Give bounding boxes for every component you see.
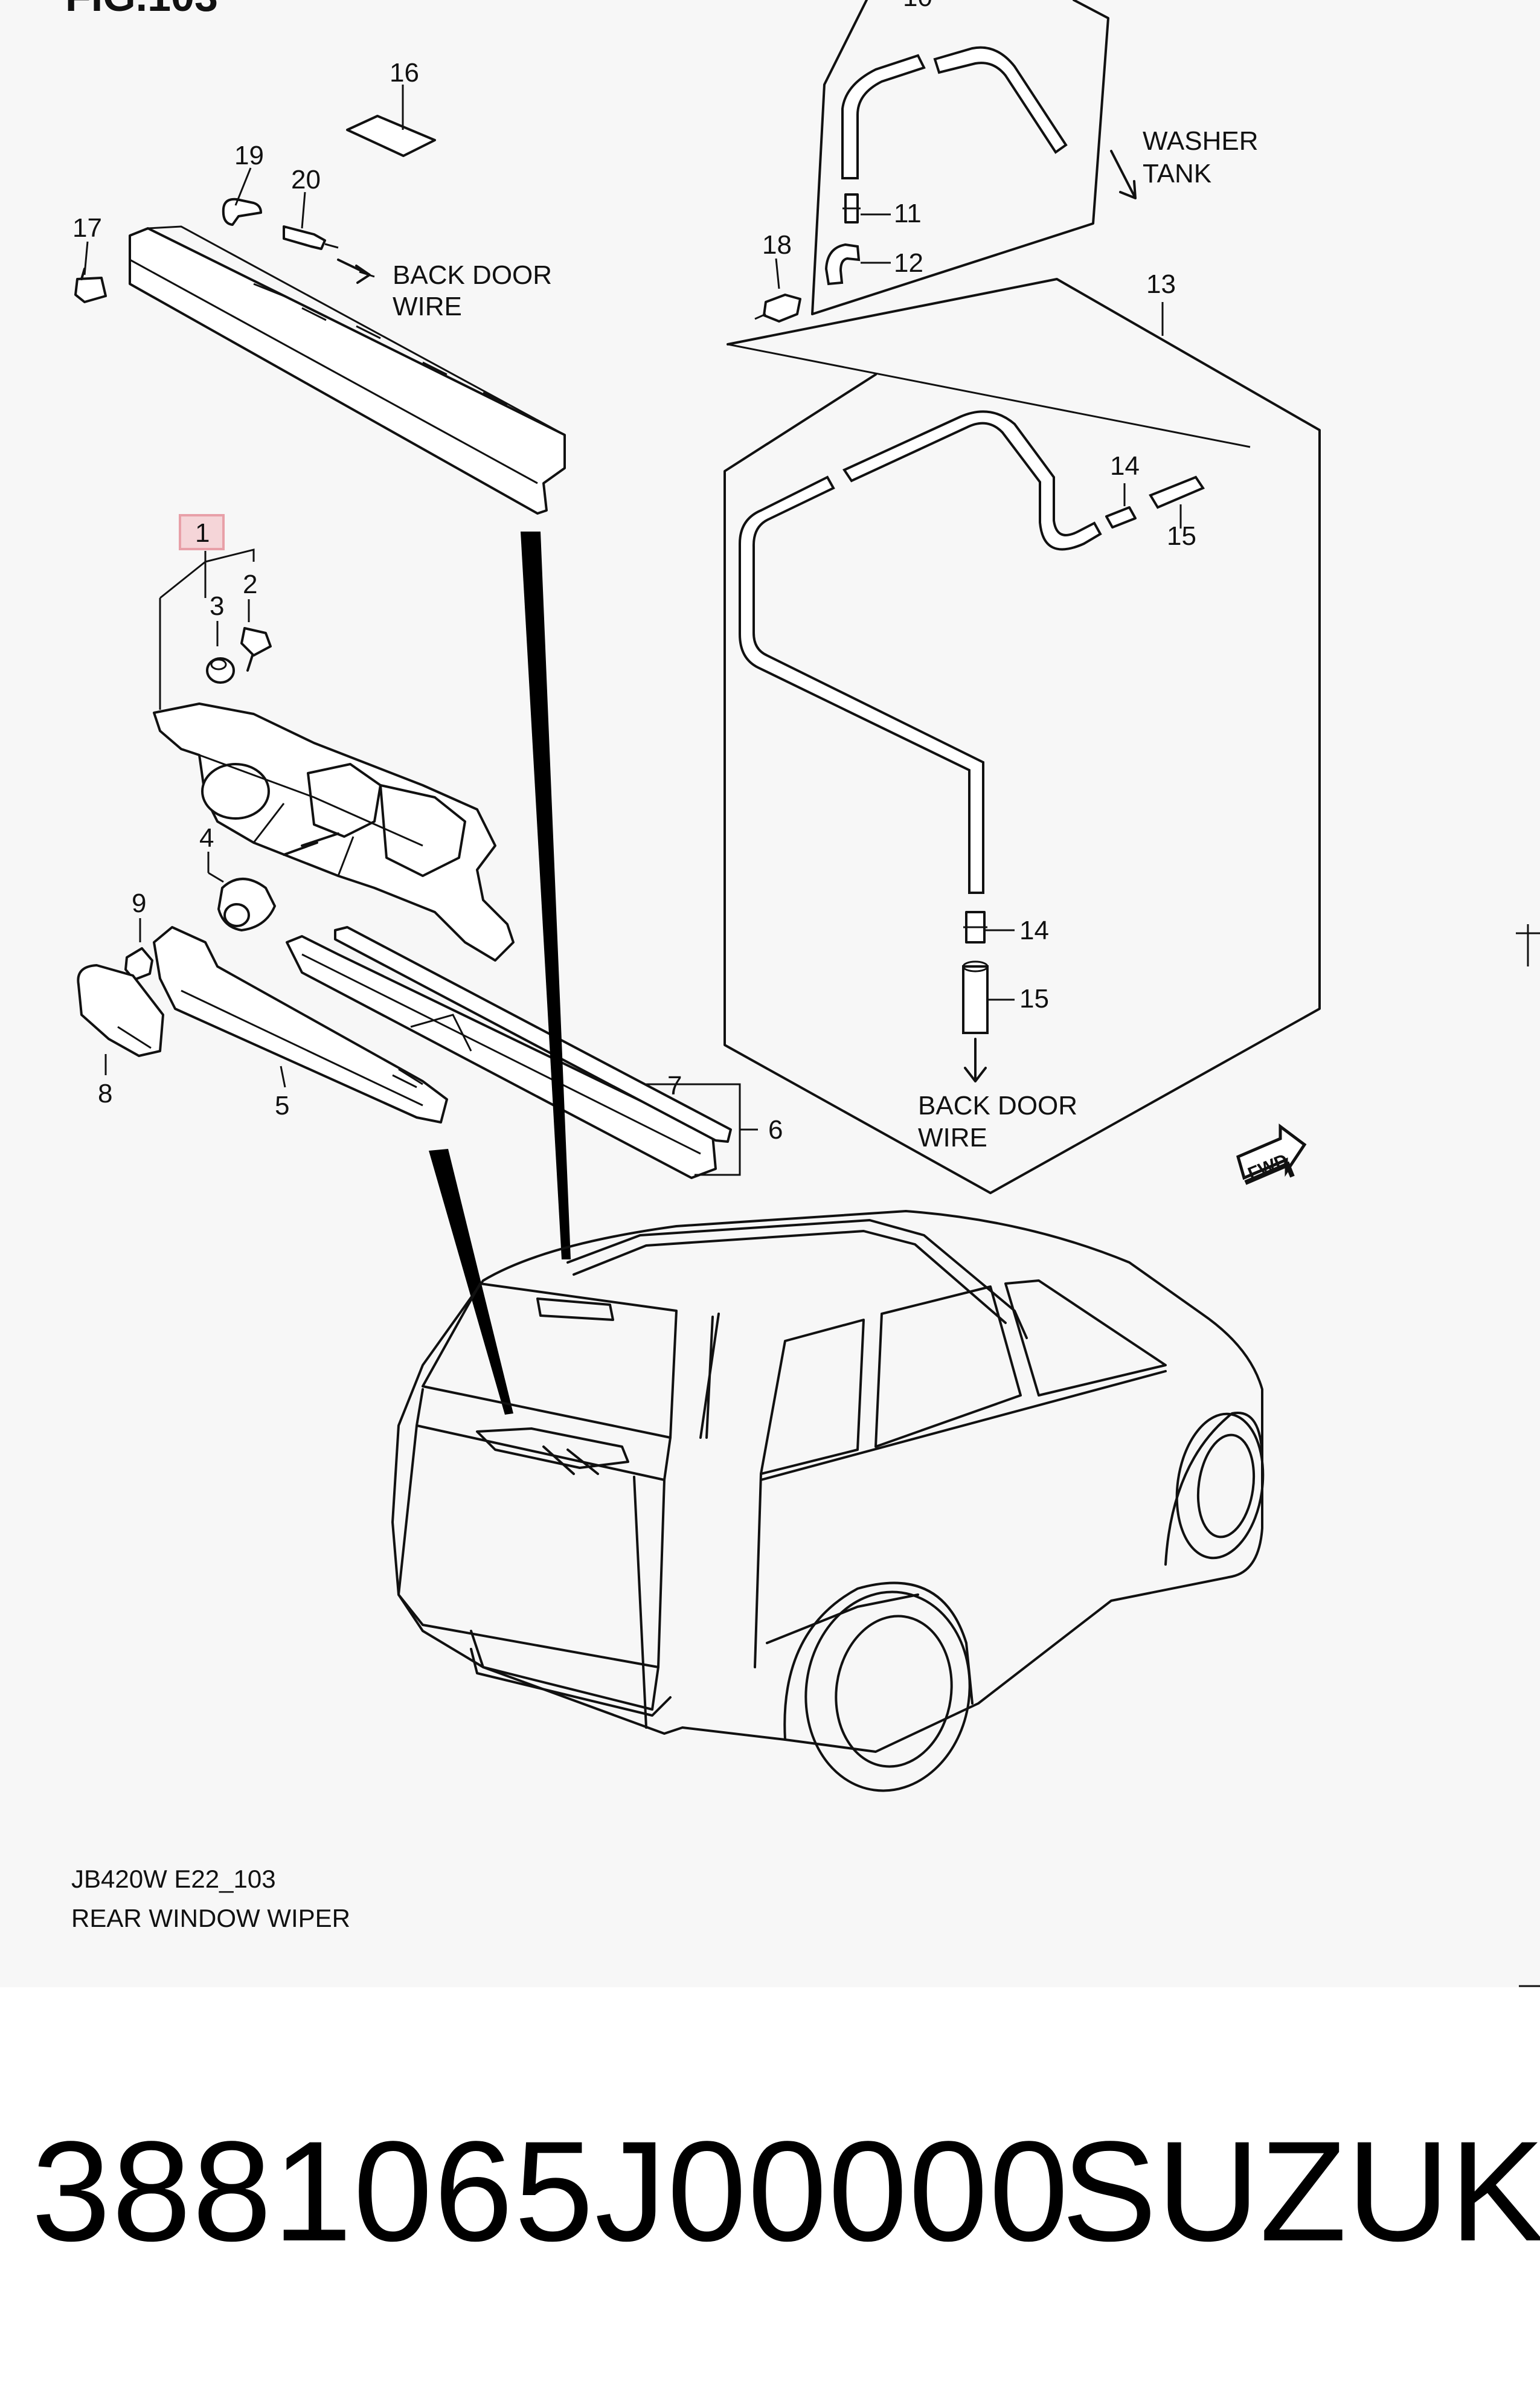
parts-diagram: FIG.103 16 19 20 17 BACK DOOR WIRE 1 2 3 [65, 0, 1540, 1987]
diagram-area: FIG.103 16 19 20 17 BACK DOOR WIRE 1 2 3 [65, 0, 1540, 1987]
part-20-connector [283, 225, 339, 250]
part-14-joint-lower [963, 911, 987, 944]
part-12-elbow [824, 243, 861, 286]
part-19-connector [222, 198, 262, 226]
part-11-joint [842, 193, 861, 223]
part-2-bolt [240, 627, 272, 672]
note-washer-tank-1: WASHER [1143, 126, 1259, 156]
callout-6: 6 [768, 1115, 783, 1145]
brand-name: SUZUKI [1062, 2112, 1540, 2271]
part-14-joint-upper [1105, 506, 1137, 529]
callout-17: 17 [72, 213, 102, 243]
part-3-grommet [206, 657, 235, 684]
callout-4: 4 [199, 823, 214, 853]
callout-18: 18 [762, 230, 792, 260]
part-10-hose [841, 46, 1068, 179]
fwd-arrow-icon: FWD [1236, 1124, 1307, 1185]
callout-14-lower: 14 [1019, 916, 1049, 945]
caption-code: JB420W E22_103 [71, 1865, 276, 1893]
callout-7: 7 [667, 1071, 682, 1101]
callout-1: 1 [195, 518, 210, 548]
part-18-clip [754, 294, 801, 323]
pointer-wedge-wiper [429, 1149, 513, 1415]
note-back-door-wire-right-2: WIRE [918, 1123, 987, 1153]
callout-19: 19 [234, 141, 264, 170]
vehicle-illustration [391, 1210, 1265, 1792]
part-13-hose [739, 410, 1102, 894]
callout-5: 5 [275, 1091, 289, 1120]
callout-10: 10 [903, 0, 932, 12]
caption-title: REAR WINDOW WIPER [71, 1904, 350, 1932]
part-17-bolt [74, 268, 107, 303]
callout-9: 9 [132, 889, 146, 918]
note-washer-tank-2: TANK [1143, 159, 1211, 188]
callout-15-lower: 15 [1019, 984, 1049, 1014]
callout-15-upper: 15 [1167, 521, 1196, 551]
wiper-motor [153, 702, 515, 962]
group-box-10 [811, 0, 1109, 315]
part-15-hose-upper [1149, 475, 1205, 509]
part-4-cap [217, 878, 276, 931]
part-7-blade-rubber [334, 926, 732, 1143]
part-8-cover [77, 964, 164, 1057]
pointer-wedge-stop-lamp [521, 532, 571, 1259]
callout-16: 16 [390, 58, 419, 88]
callout-14-upper: 14 [1110, 451, 1140, 481]
group-box-13 [723, 278, 1321, 1194]
note-back-door-wire-top-2: WIRE [393, 292, 462, 321]
figure-header: FIG.103 [65, 0, 218, 20]
part-6-wiper-blade [286, 935, 717, 1179]
part-5-wiper-arm [153, 926, 448, 1124]
footer [0, 1987, 1540, 2392]
callout-1-highlight [179, 514, 225, 550]
callout-2: 2 [243, 570, 257, 599]
note-back-door-wire-right-1: BACK DOOR [918, 1091, 1077, 1120]
part-number: 3881065J00000 [31, 2112, 1070, 2271]
stop-lamp-assembly [129, 225, 566, 515]
part-9-nut [124, 947, 153, 981]
part-15-hose-lower [962, 960, 989, 1034]
note-back-door-wire-top-1: BACK DOOR [393, 260, 552, 290]
callout-20: 20 [291, 165, 321, 195]
callout-11: 11 [894, 199, 922, 228]
part-16-pad [346, 115, 436, 157]
callout-13: 13 [1146, 269, 1176, 299]
callout-3: 3 [210, 591, 224, 621]
callout-8: 8 [98, 1079, 112, 1108]
callout-12: 12 [894, 248, 923, 278]
